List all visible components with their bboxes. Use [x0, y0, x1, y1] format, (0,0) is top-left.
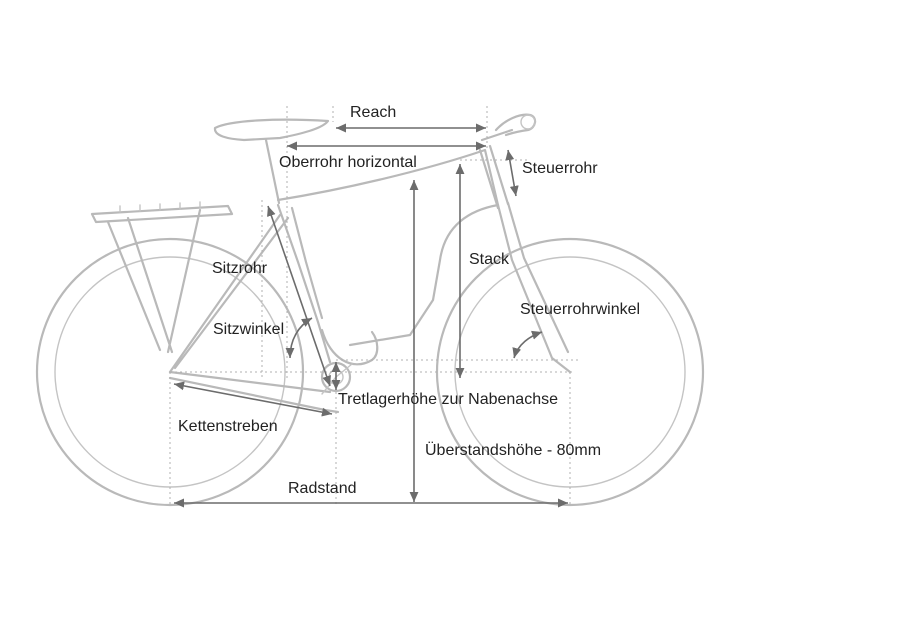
seat-tube-dimension	[267, 205, 331, 387]
saddle	[213, 118, 330, 142]
wheelbase-label: Radstand	[288, 480, 357, 497]
top-tube-label: Oberrohr horizontal	[279, 154, 417, 171]
head-tube	[478, 144, 510, 210]
chain-stay	[168, 370, 340, 414]
bb-height-label: Tretlagerhöhe zur Nabenachse	[338, 391, 558, 408]
stack-label: Stack	[469, 251, 510, 268]
seat-tube	[276, 203, 332, 364]
head-angle-label: Steuerrohrwinkel	[520, 301, 640, 318]
seat-post	[264, 138, 281, 205]
head-angle-arc	[512, 330, 543, 359]
standover-label: Überstandshöhe - 80mm	[425, 441, 601, 459]
seat-angle-label: Sitzwinkel	[213, 321, 284, 338]
rear-rack	[90, 204, 234, 354]
reach-label: Reach	[350, 104, 396, 121]
seat-tube-label: Sitzrohr	[212, 260, 268, 277]
labels: Reach Oberrohr horizontal Steuerrohr Sta…	[178, 104, 640, 497]
seat-angle-arc	[285, 317, 313, 359]
head-tube-label: Steuerrohr	[522, 160, 598, 177]
seat-stay	[168, 213, 290, 374]
chainstay-dimension	[173, 381, 333, 417]
dimension-lines	[173, 123, 568, 508]
stem	[480, 128, 514, 142]
top-tube	[276, 148, 500, 347]
chainstays-label: Kettenstreben	[178, 418, 278, 435]
head-tube-dimension	[505, 149, 519, 197]
fork	[496, 201, 572, 374]
handlebar	[494, 113, 537, 137]
